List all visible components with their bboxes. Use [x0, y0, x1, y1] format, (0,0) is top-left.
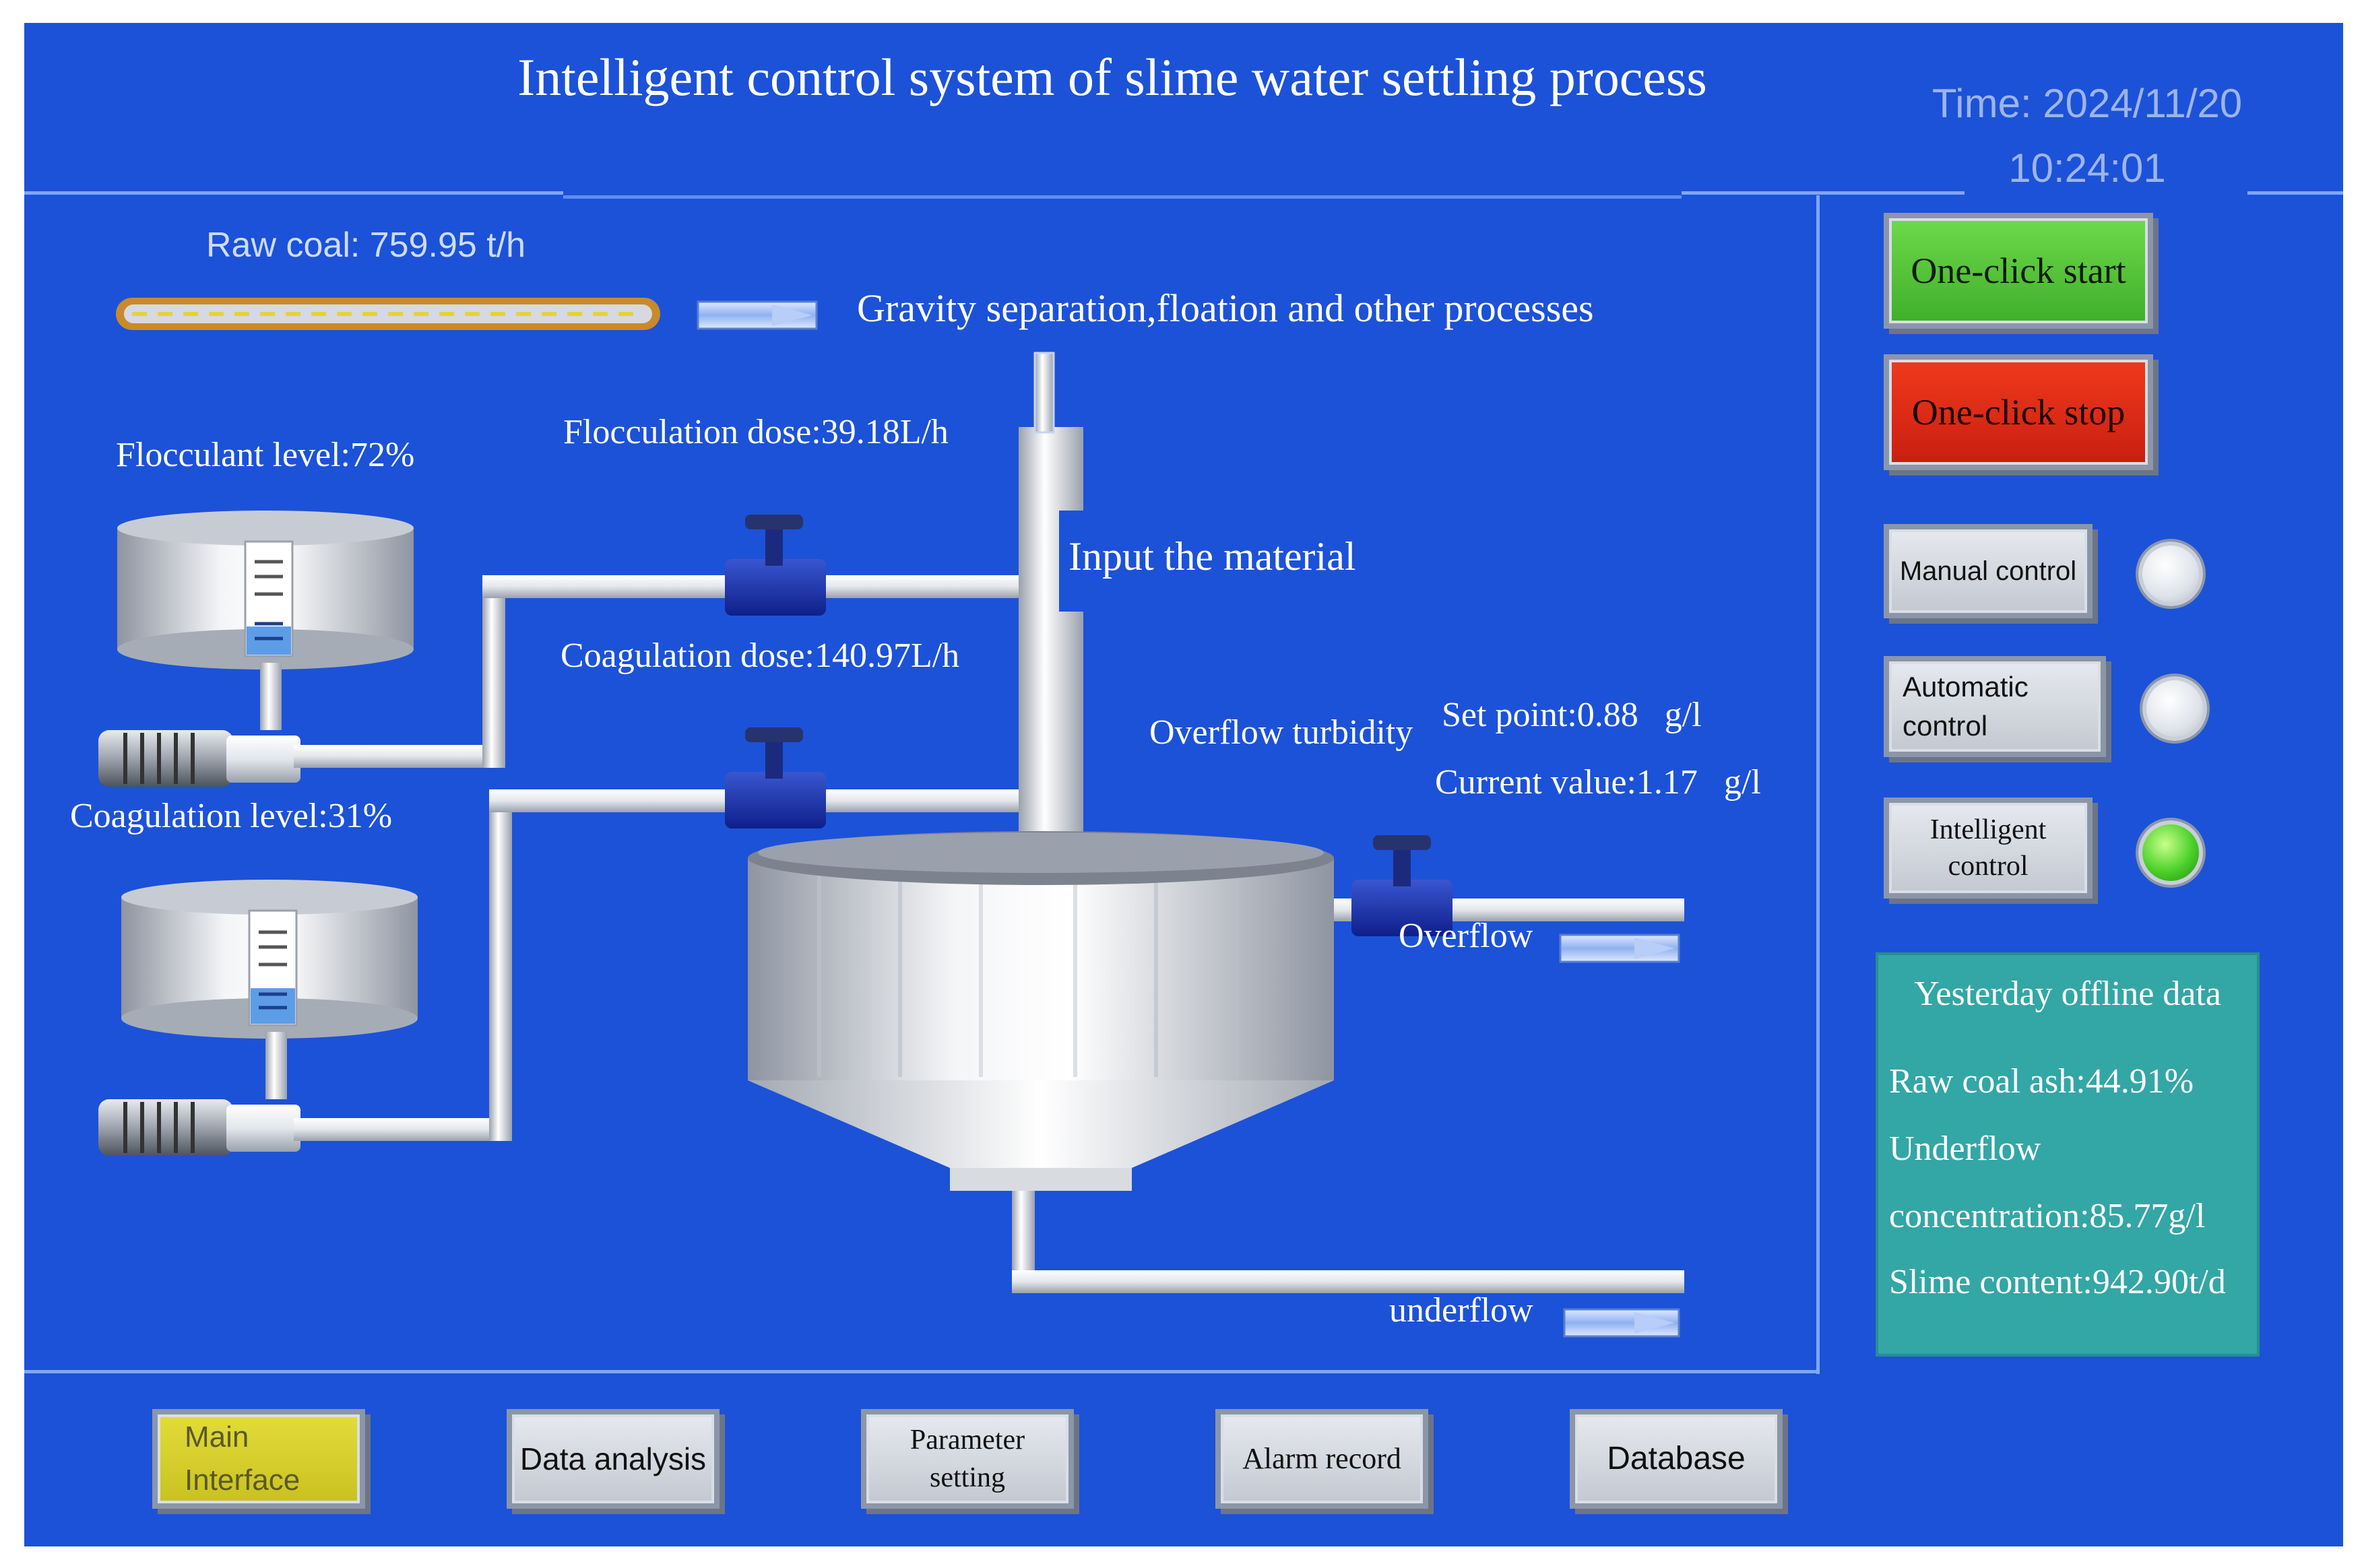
manual-control-lamp: [2138, 542, 2203, 606]
page-title: Intelligent control system of slime wate…: [517, 48, 1707, 106]
offline-panel-title: Yesterday offline data: [1914, 975, 2221, 1013]
one-click-start-button[interactable]: One-click start: [1884, 213, 2153, 329]
flow-arrow-overflow: [1559, 934, 1680, 963]
nav-main-line2: Interface: [185, 1464, 300, 1497]
automatic-control-label: Automatic control: [1903, 667, 2029, 746]
coagulation-pump: [98, 1099, 300, 1156]
yesterday-offline-data-panel: Yesterday offline data Raw coal ash:44.9…: [1876, 952, 2260, 1357]
process-area-right-border: [1816, 195, 1820, 1374]
process-diagram: [98, 298, 1684, 1338]
nav-main-interface-label: Main Interface: [185, 1416, 300, 1502]
nav-data-analysis[interactable]: Data analysis: [507, 1409, 720, 1509]
flocculant-tank: [117, 511, 414, 669]
coagulation-level-label: Coagulation level:31%: [70, 797, 393, 835]
coagulation-tank: [121, 880, 418, 1039]
automatic-control-line1: Automatic: [1903, 671, 2029, 703]
one-click-stop-button[interactable]: One-click stop: [1884, 354, 2153, 470]
flocculant-level-fill: [247, 626, 291, 655]
intelligent-control-line1: Intelligent: [1929, 814, 2047, 845]
nav-parameter-setting-label: Parameter setting: [910, 1421, 1025, 1497]
conveyor-belt: [116, 298, 660, 330]
slime-content: Slime content:942.90t/d: [1889, 1263, 2226, 1301]
intelligent-control-button[interactable]: Intelligent control: [1884, 797, 2093, 899]
underflow-label: underflow: [1389, 1291, 1533, 1330]
header-divider-mid: [563, 195, 1682, 199]
intelligent-control-line2: control: [1948, 851, 2029, 882]
nav-param-line1: Parameter: [909, 1425, 1025, 1456]
nav-parameter-setting[interactable]: Parameter setting: [861, 1409, 1074, 1509]
intelligent-control-lamp: [2138, 820, 2203, 885]
overflow-turbidity-label: Overflow turbidity: [1149, 713, 1413, 752]
nav-alarm-record[interactable]: Alarm record: [1215, 1409, 1428, 1509]
underflow-concentration-line2: concentration:85.77g/l: [1889, 1197, 2206, 1235]
nav-param-line2: setting: [930, 1462, 1005, 1493]
nav-main-interface[interactable]: Main Interface: [152, 1409, 365, 1509]
input-material-label: Input the material: [1068, 534, 1356, 579]
nav-database[interactable]: Database: [1570, 1409, 1783, 1509]
underflow-pipe: [1012, 1191, 1684, 1293]
flocculant-pump: [98, 730, 300, 787]
feed-column: [1019, 352, 1086, 865]
flocculation-dose-label: Flocculation dose:39.18L/h: [563, 413, 949, 451]
intelligent-control-label: Intelligent control: [1930, 812, 2047, 884]
process-area-bottom-border: [24, 1370, 1820, 1373]
turbidity-set-point: Set point:0.88 g/l: [1442, 696, 1702, 734]
coagulation-pump-riser: [265, 1032, 287, 1099]
overflow-valve: [1351, 835, 1453, 936]
thickener-tank: [748, 831, 1334, 1191]
clock: Time: 2024/11/20 10:24:01: [1898, 71, 2276, 201]
flocculant-pump-riser: [260, 663, 282, 730]
manual-control-button[interactable]: Manual control: [1884, 524, 2093, 618]
coagulation-valve: [725, 727, 826, 828]
automatic-control-line2: control: [1903, 710, 1988, 742]
raw-coal-rate: Raw coal: 759.95 t/h: [206, 226, 526, 265]
automatic-control-button[interactable]: Automatic control: [1884, 656, 2106, 757]
coagulation-dose-label: Coagulation dose:140.97L/h: [561, 636, 960, 675]
header-divider-left: [24, 191, 563, 195]
flow-arrow-conveyor: [697, 300, 818, 330]
header-divider-right: [1682, 191, 1965, 195]
flow-arrow-underflow: [1563, 1308, 1680, 1338]
underflow-concentration-line1: Underflow: [1889, 1130, 2041, 1168]
flocculation-valve: [725, 515, 826, 616]
overflow-label: Overflow: [1399, 917, 1533, 955]
header-divider-far-right: [2247, 191, 2343, 195]
raw-coal-ash: Raw coal ash:44.91%: [1889, 1062, 2194, 1101]
clock-date: Time: 2024/11/20: [1932, 81, 2243, 126]
flocculant-level-label: Flocculant level:72%: [116, 436, 415, 474]
clock-time: 10:24:01: [2008, 145, 2166, 191]
nav-main-line1: Main: [185, 1420, 249, 1453]
automatic-control-lamp: [2142, 676, 2207, 741]
turbidity-current-value: Current value:1.17 g/l: [1435, 763, 1761, 802]
hmi-screen: Intelligent control system of slime wate…: [24, 23, 2343, 1546]
gravity-separation-label: Gravity separation,floation and other pr…: [857, 286, 1594, 330]
